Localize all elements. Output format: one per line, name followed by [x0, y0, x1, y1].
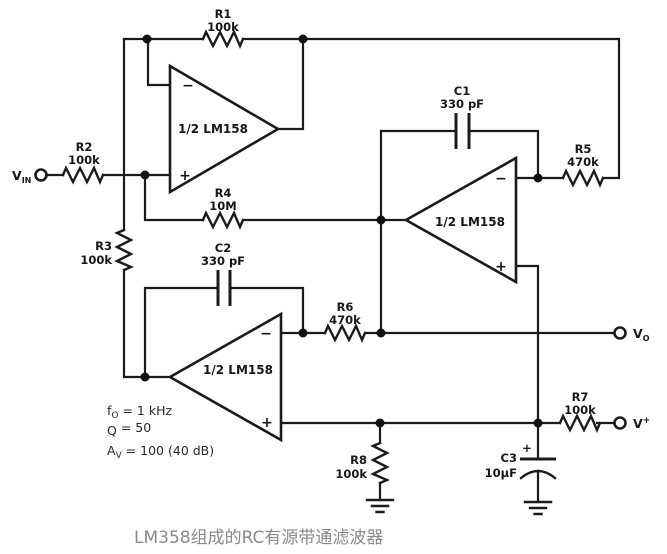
capacitor-c3-polarity-sign: + — [522, 441, 532, 455]
resistor-r2-name: R2 — [76, 140, 93, 154]
wire-a1-output — [276, 37, 305, 131]
resistor-r5-name: R5 — [575, 142, 592, 156]
terminal-vplus-label: V+ — [633, 416, 650, 431]
opamp-a3-label: 1/2 LM158 — [203, 363, 273, 377]
opamp-a1-triangle — [168, 63, 281, 195]
junction-dot — [376, 215, 386, 225]
opamp-a2-plus-sign: + — [495, 259, 507, 275]
capacitor-c2-plates — [216, 270, 232, 306]
wire-top-rail — [122, 37, 621, 180]
resistor-r7-name: R7 — [572, 390, 589, 404]
terminal-vin: VIN — [12, 168, 48, 185]
junction-dot — [376, 328, 386, 338]
terminal-vplus-circle — [613, 416, 627, 430]
wire-a2-noninverting-input — [514, 264, 540, 425]
capacitor-c3-curved-plate — [519, 469, 557, 480]
opamp-a1-minus-sign: − — [182, 78, 194, 94]
resistor-r4-name: R4 — [215, 186, 232, 200]
junction-dot — [298, 328, 308, 338]
resistor-r7-value: 100k — [564, 403, 596, 417]
capacitor-c2: C2 330 pF — [201, 241, 245, 306]
terminal-vin-label: VIN — [12, 168, 31, 185]
resistor-r8: R8 100k — [335, 441, 389, 485]
resistor-r1-name: R1 — [215, 7, 232, 21]
opamp-a3-plus-sign: + — [261, 415, 273, 431]
resistor-r4: R4 10M — [201, 186, 245, 229]
junction-dot — [533, 418, 543, 428]
resistor-r6: R6 470k — [323, 300, 367, 342]
resistor-r7: R7 100k — [558, 390, 602, 432]
resistor-r5-symbol — [561, 169, 605, 187]
opamp-a1-plus-sign: + — [179, 168, 191, 184]
resistor-r4-symbol — [201, 211, 245, 229]
terminal-vplus: V+ — [613, 416, 650, 431]
capacitor-c2-name: C2 — [215, 241, 231, 255]
resistor-r8-symbol — [371, 441, 389, 485]
annotation-q: Q = 50 — [107, 420, 151, 438]
resistor-r5: R5 470k — [561, 142, 605, 187]
resistor-r8-value: 100k — [335, 467, 367, 481]
wire-a1-inverting-input — [146, 37, 172, 87]
resistor-r1: R1 100k — [201, 7, 245, 48]
resistor-r3-name: R3 — [95, 239, 112, 253]
resistor-r3-symbol — [115, 228, 133, 272]
resistor-r6-symbol — [323, 324, 367, 342]
wire-left-vertical-r3 — [122, 37, 172, 379]
junction-dot — [142, 34, 152, 44]
ground-icon-c3 — [523, 500, 553, 516]
opamp-a2-minus-sign: − — [495, 171, 507, 187]
opamp-a1-label: 1/2 LM158 — [178, 122, 248, 136]
resistor-r2: R2 100k — [61, 140, 105, 184]
opamp-a3-triangle — [167, 311, 283, 443]
resistor-r1-value: 100k — [207, 20, 239, 34]
resistor-r2-symbol — [61, 166, 105, 184]
capacitor-c3: C3 10μF + — [485, 441, 557, 480]
junction-dot — [140, 372, 150, 382]
wire-c2-leads — [143, 286, 305, 379]
resistor-r4-value: 10M — [209, 199, 236, 213]
wire-c1-leads — [379, 129, 565, 180]
opamp-a2: − + 1/2 LM158 — [403, 155, 518, 285]
resistor-r6-name: R6 — [337, 300, 354, 314]
resistor-r3: R3 100k — [80, 228, 133, 272]
junction-dot — [140, 170, 150, 180]
capacitor-c1-plates — [454, 113, 471, 149]
opamp-a3: − + 1/2 LM158 — [167, 311, 283, 443]
resistor-r3-value: 100k — [80, 253, 112, 267]
filter-parameters: fO = 1 kHz Q = 50 AV = 100 (40 dB) — [107, 403, 214, 461]
capacitor-c1-name: C1 — [454, 84, 470, 98]
opamp-a3-minus-sign: − — [260, 326, 272, 342]
junction-dot — [375, 418, 385, 428]
terminal-vo-circle — [613, 326, 627, 340]
annotation-av: AV = 100 (40 dB) — [107, 443, 214, 461]
capacitor-c1: C1 330 pF — [440, 84, 484, 149]
terminal-vin-circle — [34, 168, 48, 182]
resistor-r2-value: 100k — [68, 153, 100, 167]
opamp-a2-triangle — [403, 155, 518, 285]
resistor-r8-name: R8 — [350, 453, 367, 467]
junction-dots — [140, 34, 543, 428]
junction-dot — [298, 34, 308, 44]
capacitor-c3-value: 10μF — [485, 466, 517, 480]
terminal-vo-label: VO — [633, 326, 650, 343]
capacitor-c2-value: 330 pF — [201, 254, 245, 268]
opamp-a1: − + 1/2 LM158 — [168, 63, 281, 195]
figure-caption: LM358组成的RC有源带通滤波器 — [134, 528, 383, 548]
opamp-a2-label: 1/2 LM158 — [435, 215, 505, 229]
resistor-r6-value: 470k — [329, 313, 361, 327]
ground-icon-r8 — [365, 498, 395, 514]
junction-dot — [533, 173, 543, 183]
resistor-r5-value: 470k — [567, 155, 599, 169]
capacitor-c3-name: C3 — [501, 451, 517, 465]
capacitor-c1-value: 330 pF — [440, 97, 484, 111]
resistor-r1-symbol — [201, 30, 245, 48]
terminal-vo: VO — [613, 326, 650, 343]
resistor-r7-symbol — [558, 414, 602, 432]
annotation-fo: fO = 1 kHz — [107, 403, 172, 421]
